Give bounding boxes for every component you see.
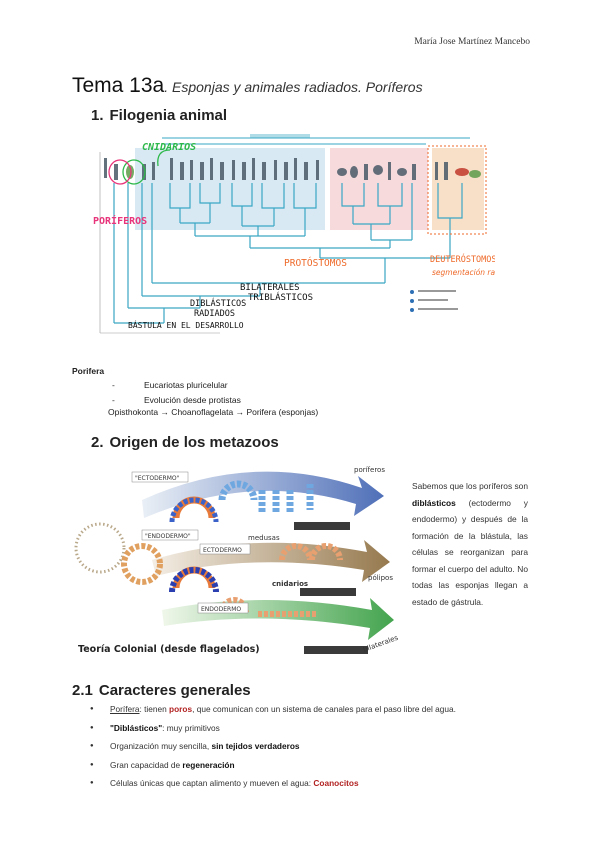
section-1-label: Filogenia animal: [109, 107, 228, 124]
title-sub: . Esponjas y animales radiados. Porífero…: [164, 79, 423, 95]
annot-cnidarios: CNIDARIOS: [142, 142, 196, 153]
porifera-list: Eucariotas pluricelular Evolución desde …: [112, 378, 241, 408]
section-2-heading: 2. Origen de los metazoos: [91, 434, 279, 451]
item-strong: regeneración: [182, 759, 235, 770]
annot-radiados: RADIADOS: [194, 309, 235, 319]
origin-text-2: (ectodermo y endodermo) y después de la …: [412, 497, 528, 607]
list-item: "Diblásticos": muy primitivos: [90, 719, 456, 738]
characters-list: Porífera: tienen poros, que comunican co…: [90, 700, 456, 793]
item-strong: sin tejidos verdaderos: [211, 741, 300, 751]
item-text: Gran capacidad de: [110, 759, 183, 770]
annot-protostomos: PROTÓSTOMOS: [284, 257, 347, 269]
section-1-heading: 1. Filogenia animal: [91, 107, 227, 124]
porifera-lineage: Opisthokonta → Choanoflagelata → Porifer…: [108, 407, 319, 417]
annot-segmentacion: segmentación radial: [432, 268, 495, 277]
arrow-polipos: [152, 540, 390, 582]
label-ectodermo-1: "ECTODERMO": [135, 475, 180, 482]
annot-diblasticos: DIBLÁSTICOS: [190, 297, 246, 309]
arrow-bilaterales: [162, 598, 394, 640]
section-21-label: Caracteres generales: [98, 682, 251, 699]
annot-triblasticos: TRIBLÁSTICOS: [248, 291, 313, 303]
origin-text-1: Sabemos que los poríferos son: [412, 481, 528, 491]
colony-ring: [74, 522, 126, 574]
item-text: Porífera: [110, 704, 140, 714]
section-2-label: Origen de los metazoos: [109, 434, 279, 451]
legend-dots: [410, 290, 458, 312]
item-strong: "Diblásticos": [110, 722, 163, 733]
section-21-number: 2.1: [72, 682, 93, 699]
annot-blastula: BÁSTULA EN EL DESARROLLO: [128, 319, 244, 330]
list-item: Organización muy sencilla, sin tejidos v…: [90, 737, 456, 756]
author-name: María Jose Martínez Mancebo: [414, 37, 530, 47]
item-text: , que comunican con un sistema de canale…: [192, 704, 456, 714]
item-highlight: Coanocitos: [313, 778, 359, 788]
label-cnidarios: cnidarios: [272, 580, 308, 588]
porifera-label: Porifera: [72, 366, 105, 376]
list-item: Gran capacidad de regeneración: [90, 756, 456, 775]
label-endodermo-2: ENDODERMO: [201, 606, 241, 613]
annot-poriferos: PORÍFEROS: [93, 214, 147, 227]
phylo-tree: [113, 183, 463, 324]
panel-pink: [330, 148, 428, 230]
item-text: Células únicas que captan alimento y mue…: [110, 778, 314, 788]
item-highlight: poros: [169, 704, 193, 714]
porifera-item: Eucariotas pluricelular: [112, 378, 241, 393]
origin-paragraph: Sabemos que los poríferos son diblástico…: [412, 478, 528, 610]
label-poriferos: poríferos: [354, 466, 385, 474]
section-1-number: 1.: [91, 107, 104, 124]
arrow-poriferos: [142, 471, 384, 518]
phylogeny-figure: CNIDARIOS PORÍFEROS PROTÓSTOMOS DEUTERÓS…: [93, 134, 495, 334]
title-main: Tema 13a: [72, 74, 165, 97]
page-title: Tema 13a. Esponjas y animales radiados. …: [72, 74, 423, 98]
origin-figure: "ECTODERMO" "ENDODERMO" ECTODERMO ENDODE…: [74, 466, 400, 655]
label-medusas: medusas: [248, 534, 280, 542]
origin-caption: Teoría Colonial (desde flagelados): [78, 644, 260, 655]
annot-deuterostomos: DEUTERÓSTOMOS: [430, 253, 495, 265]
section-2-number: 2.: [91, 434, 104, 451]
item-text: : tienen: [139, 704, 170, 714]
list-item: Células únicas que captan alimento y mue…: [90, 774, 456, 793]
label-endodermo-1: "ENDODERMO": [145, 533, 191, 540]
list-item: Porífera: tienen poros, que comunican co…: [90, 700, 456, 719]
label-ectodermo-2: ECTODERMO: [203, 547, 242, 554]
cell-structures: [121, 480, 368, 654]
organism-silhouettes: [104, 158, 481, 180]
porifera-item: Evolución desde protistas: [112, 393, 241, 408]
panel-blue: [135, 148, 325, 230]
item-text: : muy primitivos: [162, 722, 220, 733]
item-text: Organización muy sencilla,: [110, 741, 212, 751]
label-polipos: pólipos: [368, 574, 393, 582]
label-bilaterales: bilaterales: [362, 634, 400, 654]
origin-text-bold: diblásticos: [412, 497, 456, 508]
panel-peach: [432, 148, 484, 230]
section-21-heading: 2.1 Caracteres generales: [72, 682, 251, 699]
annot-bilaterales: BILATERALES: [240, 283, 300, 293]
